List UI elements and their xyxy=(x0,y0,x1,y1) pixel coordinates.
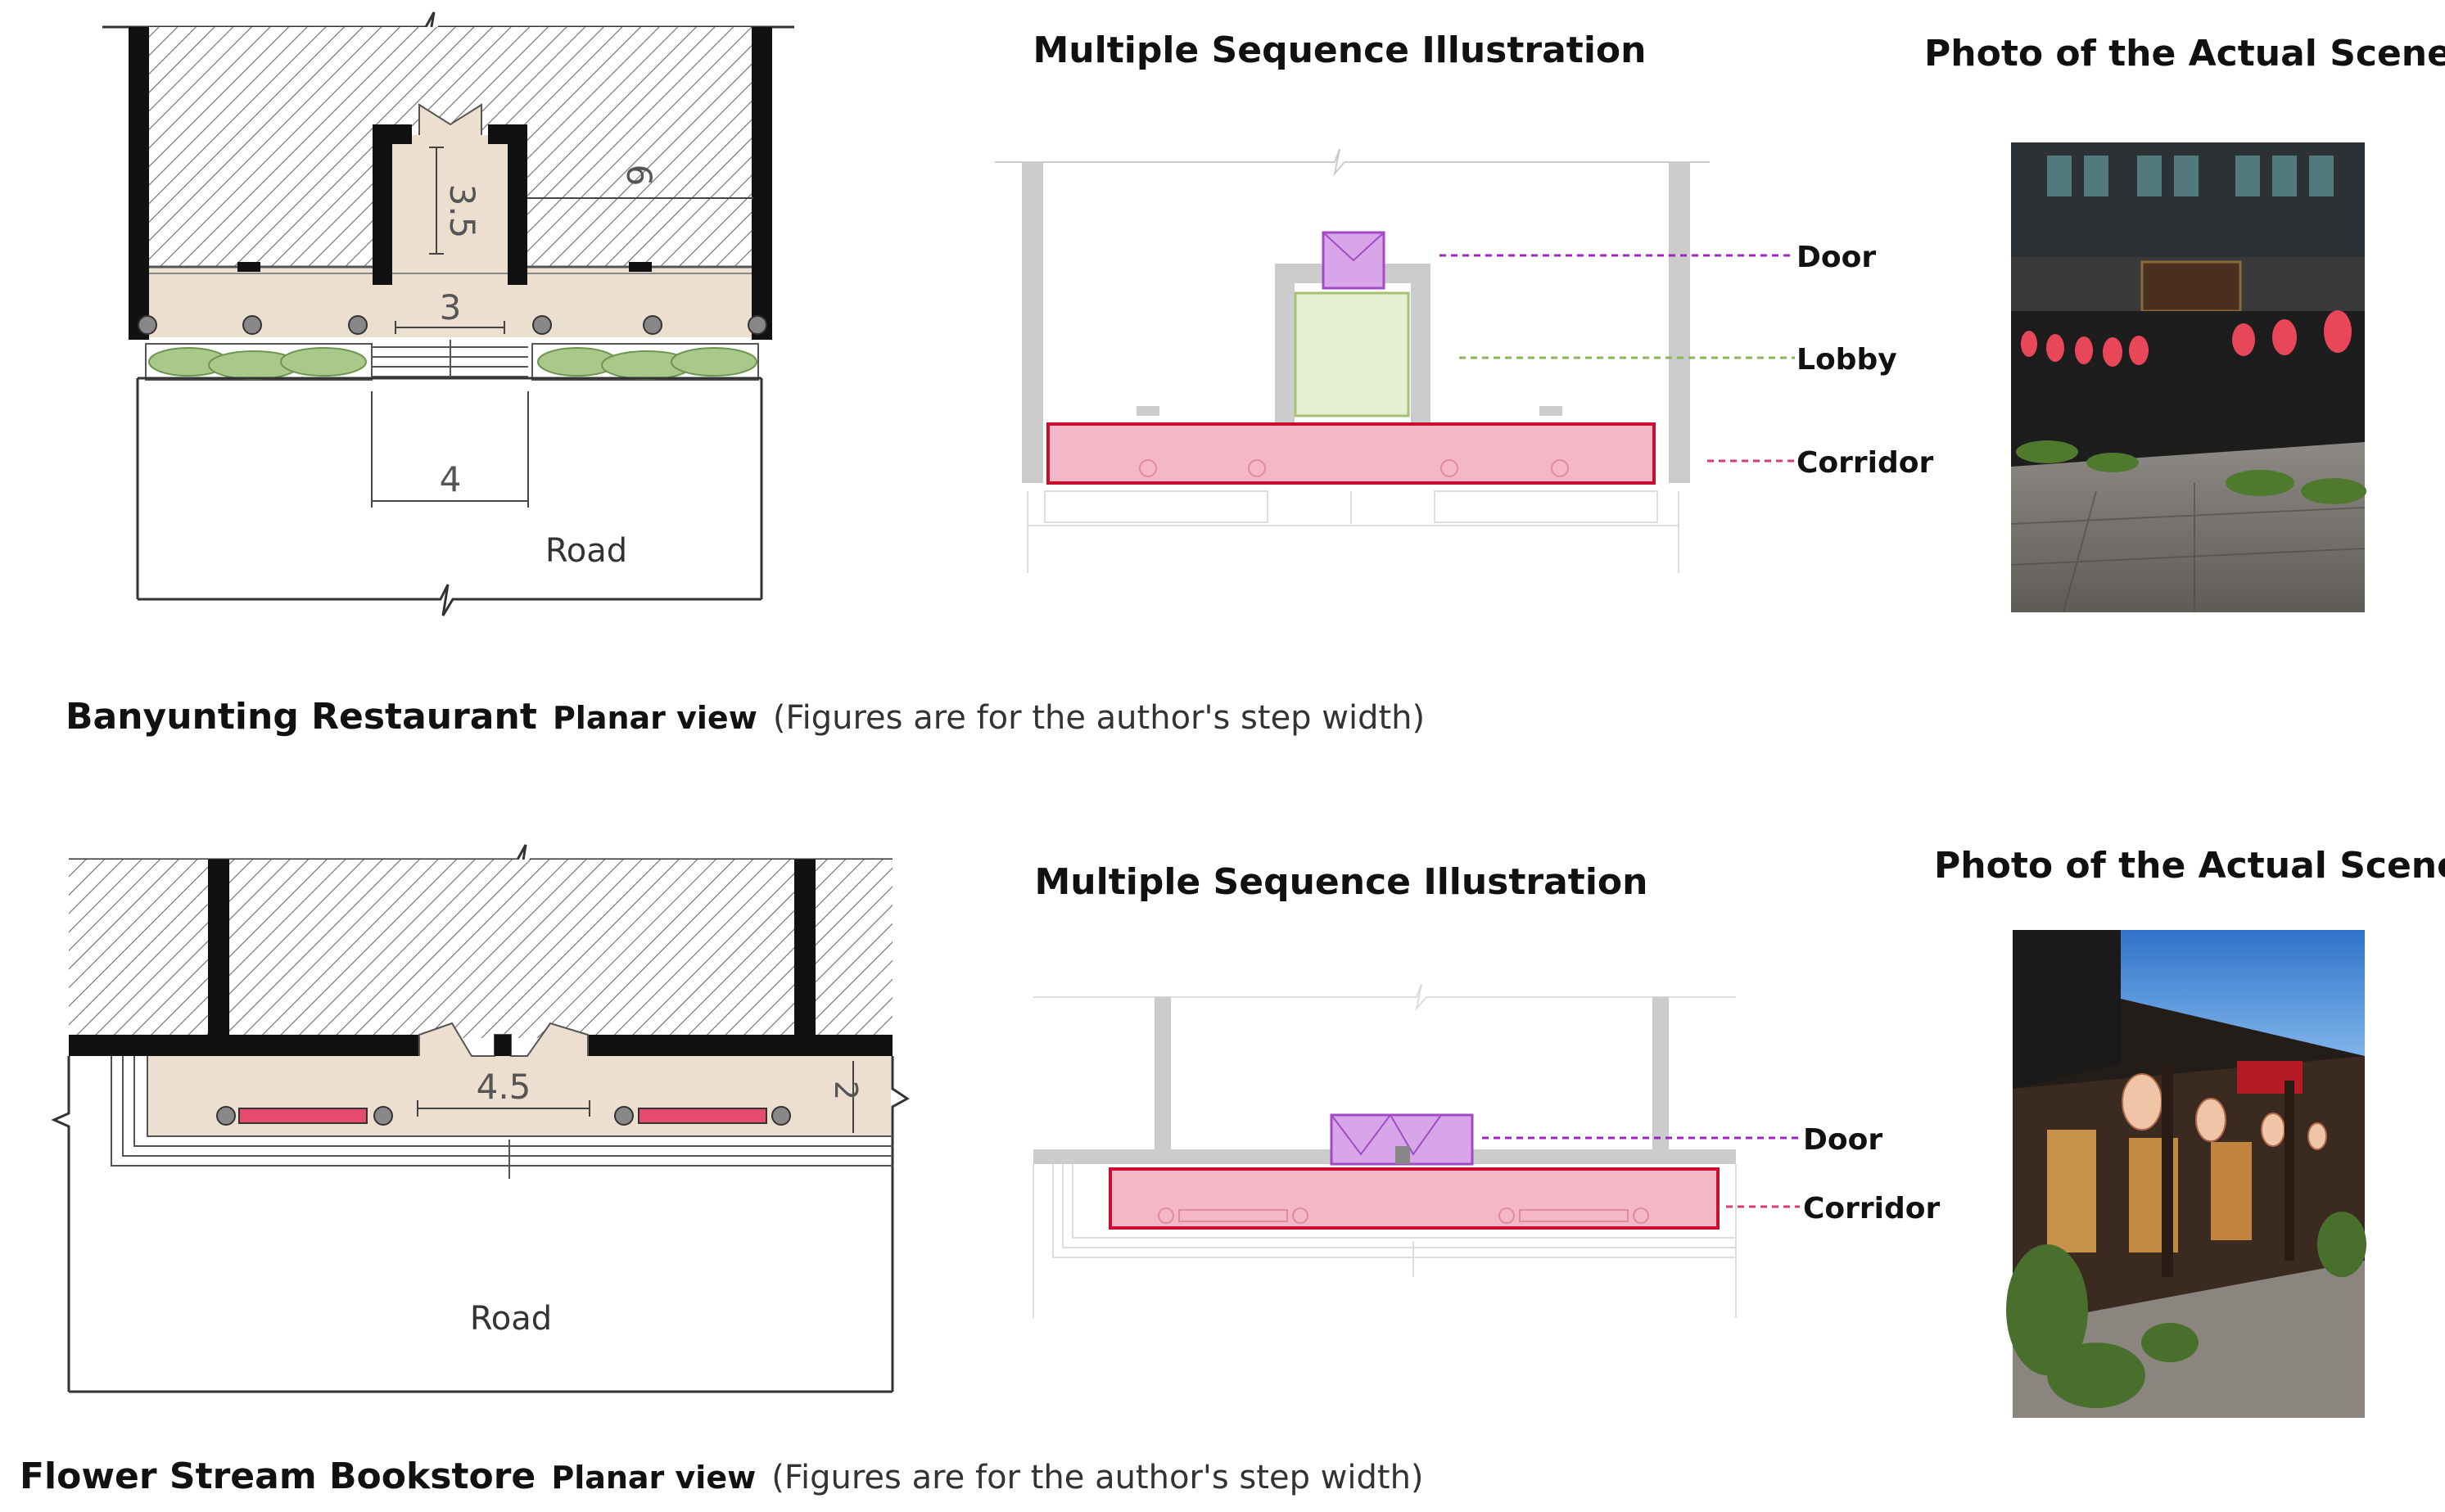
plan2-view-label: Planar view xyxy=(551,1460,756,1496)
sequence2-diagram: Door Corridor xyxy=(1033,983,1941,1318)
plan2-note: (Figures are for the author's step width… xyxy=(771,1459,1423,1496)
sequence1-title: Multiple Sequence Illustration xyxy=(1033,29,1647,71)
plan1-view-label: Planar view xyxy=(553,700,757,736)
plan1-dim-step: 4 xyxy=(440,459,462,499)
photo2-title: Photo of the Actual Scene xyxy=(1934,845,2445,887)
sequence2-label-door: Door xyxy=(1803,1123,1882,1157)
plan1-note: (Figures are for the author's step width… xyxy=(773,699,1425,737)
sequence1-label-lobby: Lobby xyxy=(1796,343,1897,377)
sequence1-corridor-block xyxy=(1046,422,1656,485)
photo1-title: Photo of the Actual Scene xyxy=(1924,33,2445,74)
plan2-dim-door: 4.5 xyxy=(477,1067,531,1107)
plan1-dim-building: 6 xyxy=(619,165,659,187)
plan1-caption: Banyunting Restaurant Planar view (Figur… xyxy=(66,696,1425,738)
sequence1-diagram: Door Lobby Corridor xyxy=(995,148,1934,573)
plan2-dim-depth: 2 xyxy=(828,1081,864,1100)
plan1-dim-door: 3 xyxy=(440,287,462,327)
sequence1-label-corridor: Corridor xyxy=(1796,446,1934,480)
sequence1-lobby-block xyxy=(1294,291,1410,417)
plan2-caption: Flower Stream Bookstore Planar view (Fig… xyxy=(20,1456,1424,1497)
photo2-image xyxy=(2006,930,2366,1418)
sequence2-door-block xyxy=(1330,1113,1474,1166)
plan1-dim-depth: 3.5 xyxy=(442,184,482,239)
sequence2-corridor-block xyxy=(1109,1167,1720,1230)
plan2-name: Flower Stream Bookstore xyxy=(20,1456,536,1497)
plan-banyunting: 3.5 6 3 4 Road xyxy=(102,11,794,616)
plan2-road-label: Road xyxy=(470,1300,552,1338)
photo1-image xyxy=(2010,142,2366,613)
plan1-road-label: Road xyxy=(545,532,627,570)
sequence1-label-door: Door xyxy=(1796,241,1876,274)
sequence2-title: Multiple Sequence Illustration xyxy=(1035,861,1648,903)
sequence2-label-corridor: Corridor xyxy=(1803,1192,1941,1225)
plan-flower-stream: 4.5 2 Road xyxy=(51,844,910,1393)
plan1-name: Banyunting Restaurant xyxy=(66,696,537,738)
